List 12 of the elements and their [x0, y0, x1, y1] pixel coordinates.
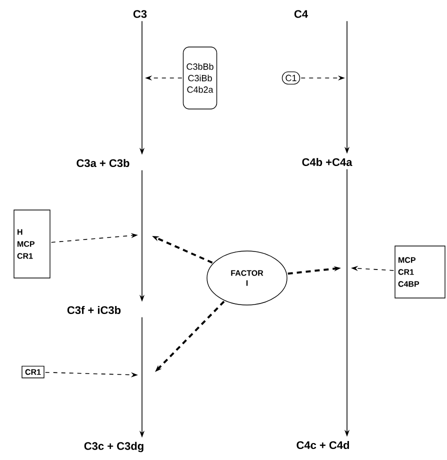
product-label: C3f + iC3b [67, 306, 121, 314]
product-label: C3 [133, 10, 147, 18]
product-label: C4c + C4d [296, 440, 349, 450]
regulator-box: MCP CR1 C4BP [394, 246, 446, 298]
enzyme-box: C1 [282, 71, 300, 85]
product-label: C3a + C3b [76, 158, 130, 168]
regulator-box: H MCP CR1 [14, 210, 50, 278]
product-label: C3c + C3dg [84, 442, 144, 452]
regulator-box: CR1 [22, 366, 44, 378]
product-label: C4b +C4a [302, 158, 352, 166]
enzyme-box: C3bBb C3iBb C4b2a [182, 46, 218, 110]
product-label: C4 [294, 10, 308, 18]
